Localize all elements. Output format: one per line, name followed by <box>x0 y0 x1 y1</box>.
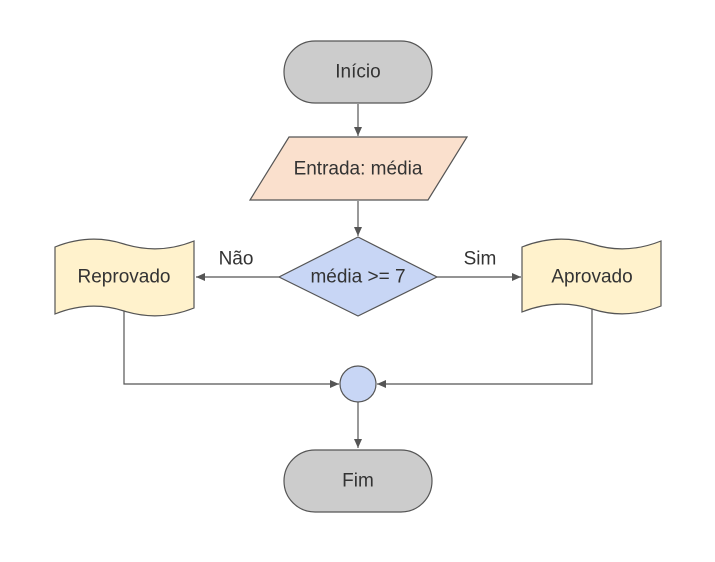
fail-shape <box>54 238 195 317</box>
end-label: Fim <box>342 471 374 492</box>
input-shape <box>248 136 469 201</box>
fail-node: Reprovado <box>54 238 195 317</box>
input-label: Entrada: média <box>294 159 423 180</box>
merge-connector <box>339 365 377 403</box>
decision-label: média >= 7 <box>310 267 405 288</box>
end-shape <box>283 449 433 513</box>
start-label: Início <box>335 62 380 83</box>
start-node: Início <box>283 40 433 104</box>
pass-label: Aprovado <box>551 267 632 288</box>
edge-label-yes: Sim <box>464 249 497 270</box>
decision-node: média >= 7 <box>277 236 439 317</box>
pass-shape <box>521 238 662 315</box>
edge-pass-to-merge <box>377 306 593 388</box>
edge-label-no: Não <box>219 249 254 270</box>
input-node: Entrada: média <box>248 136 469 201</box>
edge-fail-to-merge <box>123 308 339 388</box>
pass-node: Aprovado <box>521 238 662 315</box>
fail-label: Reprovado <box>78 267 171 288</box>
end-node: Fim <box>283 449 433 513</box>
decision-shape <box>277 236 439 317</box>
start-shape <box>283 40 433 104</box>
